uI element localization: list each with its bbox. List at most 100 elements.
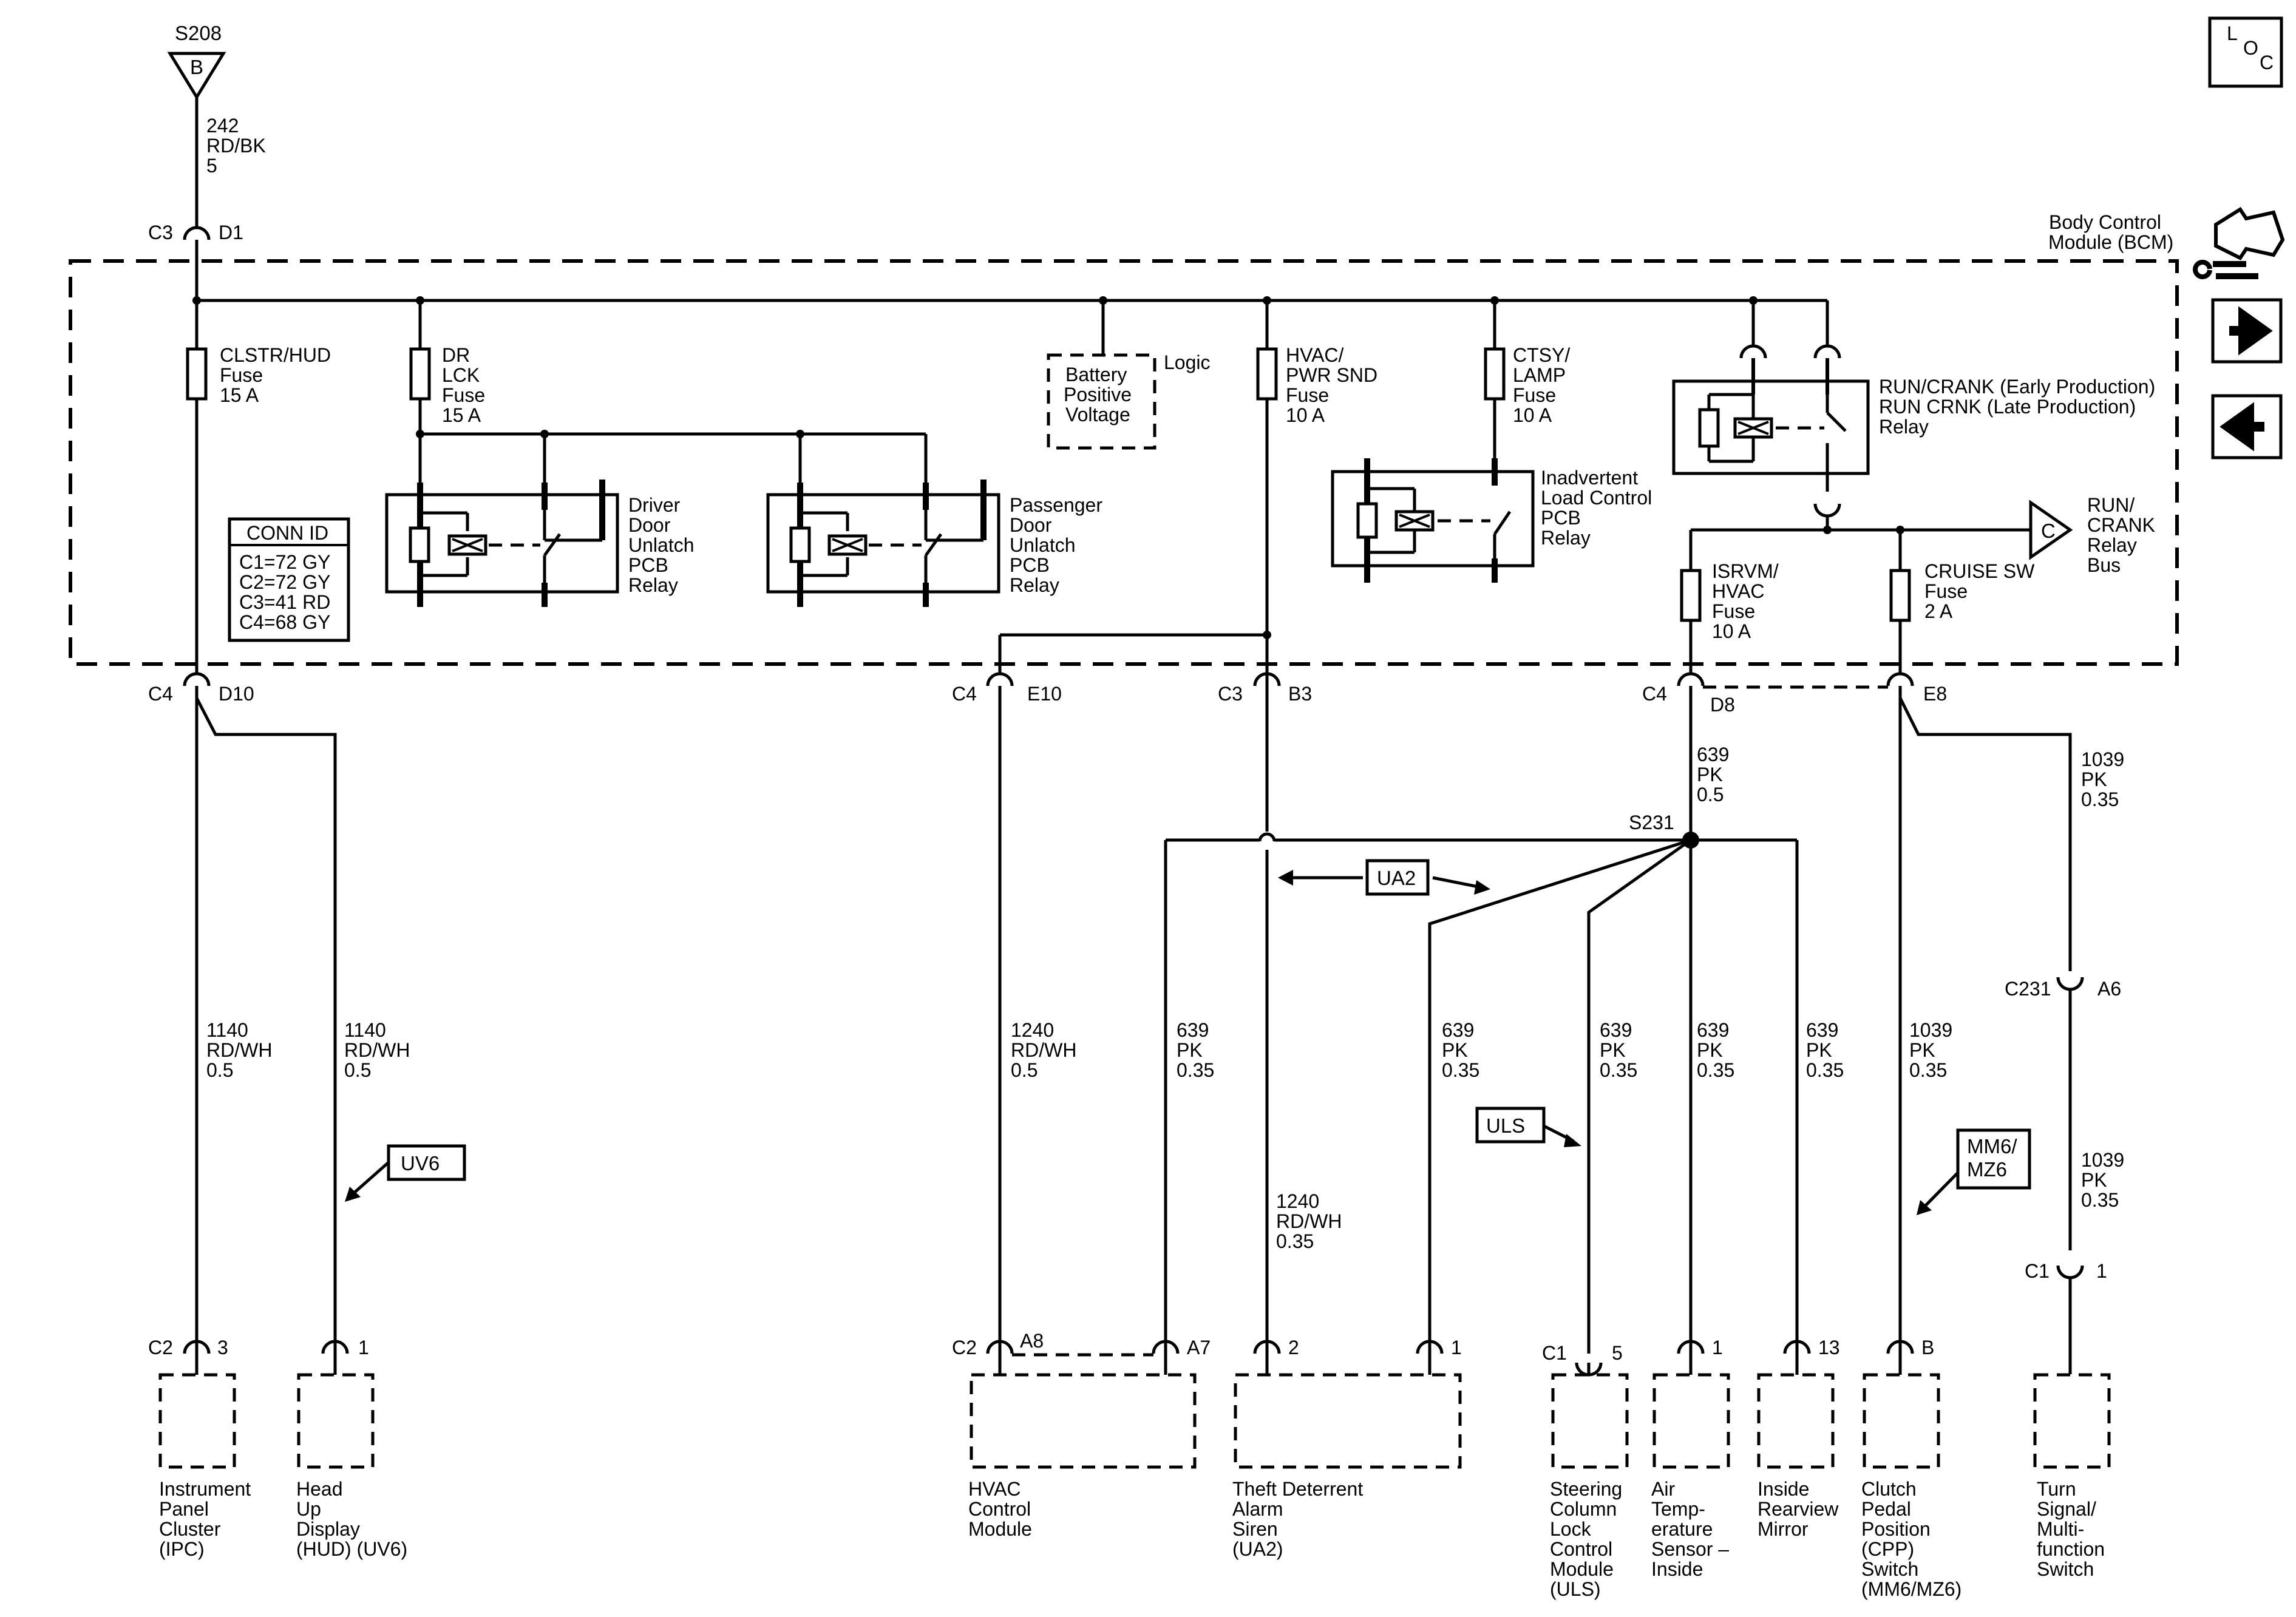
svg-text:C: C [2260,52,2274,73]
cpp-pin-label: B [1921,1337,1934,1358]
component-turn-label: Turn Signal/ Multi- function Switch [2037,1478,2110,1580]
mirror-pin-label: 13 [1818,1337,1840,1358]
connector-hud [321,1340,349,1354]
component-cpp-label: Clutch Pedal Position (CPP) Switch (MM6/… [1861,1478,1961,1600]
component-air-label: Air Temp- erature Sensor – Inside [1651,1478,1734,1580]
wire-ipc-label: 1140 RD/WH 0.5 [206,1019,277,1081]
fuse-dr-lck [409,347,431,401]
fuse-isrvm-hvac-label: ISRVM/ HVAC Fuse 10 A [1712,560,1784,642]
siren-pin-2: 2 [1288,1337,1299,1358]
connector-c4-d8 [1677,672,1705,686]
fuse-ctsy-lamp-label: CTSY/ LAMP Fuse 10 A [1513,344,1575,426]
svg-text:L: L [2227,22,2238,44]
svg-text:C3=41 RD: C3=41 RD [239,591,330,613]
component-uls-label: Steering Column Lock Control Module (ULS… [1550,1478,1628,1600]
fuse-hvac-pwr-snd [1256,347,1278,401]
component-hvac-control-module [970,1373,1197,1469]
fuse-clstr-hud [186,347,208,401]
splice-s208: S208 B [167,22,226,100]
wire-242-label: 242 RD/BK 5 [206,115,271,177]
ipc-pin-label: 3 [217,1337,228,1358]
fuse-hvac-pwr-snd-label: HVAC/ PWR SND Fuse 10 A [1286,344,1383,426]
e8-label: E8 [1923,683,1947,705]
splice-s208-triangle [167,52,226,100]
wire-hud-label: 1140 RD/WH 0.5 [344,1019,415,1081]
c3-label: C3 [148,222,173,243]
c1-turn-pin: 1 [2096,1260,2107,1282]
fuse-clstr-hud-label: CLSTR/HUD Fuse 15 A [220,344,336,406]
arrow-right-icon [2211,298,2283,364]
svg-text:C1=72 GY: C1=72 GY [239,551,330,573]
run-crank-relay [1672,358,1870,486]
run-relay-conn-1 [1739,344,1767,359]
option-ua2-label: UA2 [1377,867,1416,889]
battery-positive-voltage-box [1047,353,1156,450]
wire-turn-1039 [1898,697,2072,971]
hvac-conn-label: C2 [952,1337,977,1358]
logic-label: Logic [1164,351,1211,373]
connector-c1-turn [2056,1265,2084,1280]
wire-pk-siren-label: 639 PK 0.35 [1442,1019,1479,1081]
node-run-bus-1 [1823,526,1832,534]
connector-c231 [2056,977,2084,991]
component-cpp-switch [1863,1373,1940,1469]
wire-mirror-label: 639 PK 0.35 [1806,1019,1844,1081]
d1-label: D1 [219,222,243,243]
connector-ipc [183,1340,211,1354]
wire-cpp-label: 1039 PK 0.35 [1909,1019,1958,1081]
component-siren-label: Theft Deterrent Alarm Siren (UA2) [1232,1478,1368,1560]
bcm-title: Body Control Module (BCM) [2048,211,2173,253]
wire-turn-bottom-label: 1039 PK 0.35 [2081,1149,2130,1211]
c231-label: C231 [2005,978,2051,1000]
bcm-module-icon [2193,206,2285,279]
run-crank-bus-letter: C [2041,520,2056,542]
inadvertent-load-relay-label: Inadvertent Load Control PCB Relay [1541,467,1657,549]
component-mirror-label: Inside Rearview Mirror [1758,1478,1844,1540]
passenger-door-relay [766,434,1000,607]
connector-hvac-a8 [986,1340,1014,1354]
wire-uls-label: 639 PK 0.35 [1600,1019,1637,1081]
option-mm6-mz6-label: MM6/ MZ6 [1967,1135,2023,1181]
connector-c3-d1 [183,226,211,240]
loc-icon: L O C [2208,16,2283,88]
c4-e10-e10: E10 [1027,683,1062,705]
ipc-conn-label: C2 [148,1337,173,1358]
run-relay-conn-2 [1813,344,1841,359]
wire-d8-label: 639 PK 0.5 [1697,744,1734,805]
connector-siren-1 [1416,1340,1444,1354]
wire-turn-top-label: 1039 PK 0.35 [2081,748,2130,810]
option-uls: ULS [1475,1107,1581,1147]
svg-text:O: O [2243,37,2258,59]
air-pin-label: 1 [1712,1337,1723,1358]
splice-s208-letter: B [190,56,203,78]
connector-c4-d10 [183,672,211,686]
fuse-cruise-sw [1889,569,1911,622]
fuse-cruise-sw-label: CRUISE SW Fuse 2 A [1924,560,2040,622]
connector-hvac-a7 [1152,1340,1180,1354]
c4-d10-c4: C4 [148,683,173,705]
wire-pk-siren [1428,838,1691,1354]
option-mm6-mz6: MM6/ MZ6 [1917,1128,2031,1215]
siren-pin-1: 1 [1451,1337,1462,1358]
c231-a6-label: A6 [2097,978,2121,1000]
fuse-isrvm-hvac [1680,569,1702,622]
connector-c3-b3 [1253,672,1281,686]
component-hud [297,1373,375,1469]
connector-e8 [1886,672,1914,686]
splice-s208-label: S208 [175,22,222,44]
hvac-a7-label: A7 [1187,1337,1211,1358]
component-rearview-mirror [1757,1373,1835,1469]
passenger-door-relay-label: Passenger Door Unlatch PCB Relay [1010,494,1108,596]
splice-s231-label: S231 [1629,812,1674,833]
connector-cpp [1886,1340,1914,1354]
connector-air [1677,1340,1705,1354]
run-crank-bus-triangle [2029,500,2073,560]
option-uv6-label: UV6 [401,1152,440,1175]
c3-b3-b3: B3 [1288,683,1312,705]
inadvertent-load-relay [1331,458,1535,583]
c1-turn-label: C1 [2025,1260,2050,1282]
connector-siren-2 [1253,1340,1281,1354]
uls-pin-label: 5 [1612,1342,1623,1364]
option-ua2: UA2 [1278,859,1490,896]
